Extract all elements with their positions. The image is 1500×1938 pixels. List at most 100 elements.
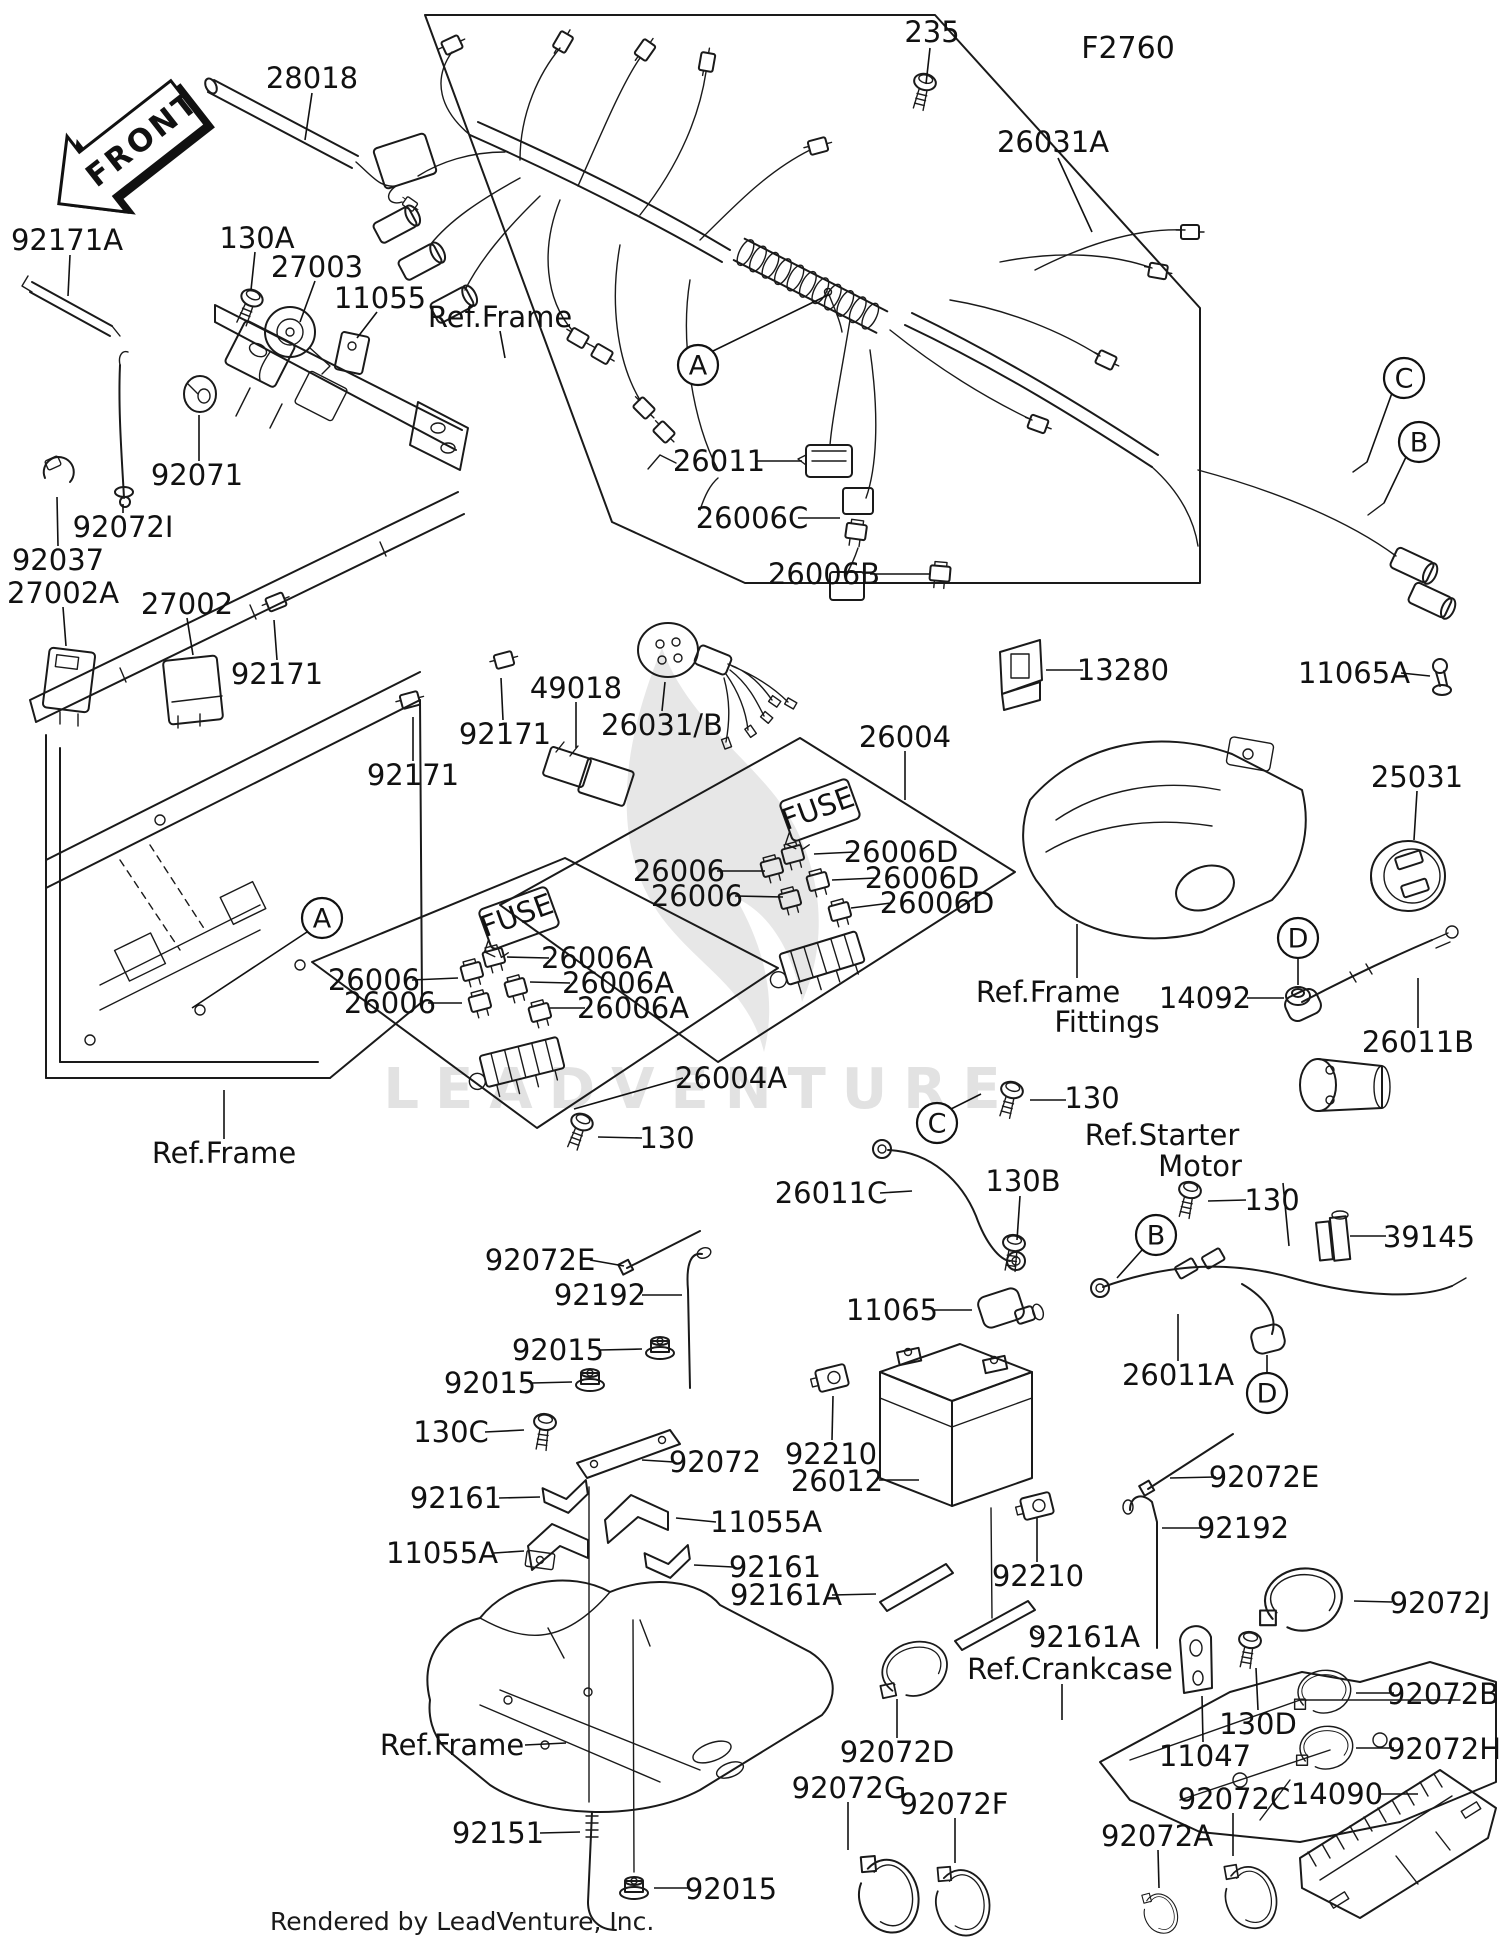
part-14092-grommet	[1285, 986, 1311, 1006]
part-label: 92072I	[73, 510, 174, 544]
part-label: 92072A	[1101, 1819, 1213, 1853]
part-92072E-tie-2	[1138, 1433, 1234, 1497]
part-label: 92161A	[1028, 1620, 1140, 1654]
leader-line	[186, 617, 194, 656]
part-27003-horn	[258, 306, 331, 381]
part-130-bolt-3	[1172, 1178, 1204, 1221]
part-92161A-strip-2	[954, 1600, 1036, 1651]
part-label: 26011A	[1122, 1358, 1234, 1392]
leader-line	[641, 1459, 675, 1463]
part-label: 11065A	[1298, 656, 1410, 690]
part-26011C-cable	[872, 1139, 1026, 1271]
part-label: 27002A	[7, 576, 119, 610]
part-label: 26006	[328, 963, 420, 997]
section-marker-C: C	[915, 1101, 959, 1145]
section-marker-A: A	[676, 343, 720, 387]
part-92192-hose-1	[686, 1247, 712, 1389]
marker-circle	[1245, 1371, 1289, 1415]
frame-fittings-panel	[1022, 736, 1307, 940]
part-label: Ref.Frame	[428, 300, 572, 334]
leader-line	[191, 931, 308, 1009]
leader-line	[831, 1593, 877, 1596]
part-label: 39145	[1383, 1220, 1475, 1254]
part-92037-clamp	[42, 455, 75, 483]
leader-line	[498, 1496, 541, 1499]
part-92072F-clamp	[931, 1862, 994, 1938]
leader-line	[1366, 392, 1393, 463]
marker-letter: C	[1395, 364, 1414, 395]
part-92151-bolt	[585, 1811, 617, 1931]
part-label: 92161	[410, 1481, 502, 1515]
leader-line	[813, 851, 856, 855]
part-label: 26006	[633, 854, 725, 888]
leader-line	[250, 251, 256, 291]
part-130D-bolt	[1233, 1629, 1264, 1671]
part-label: 92072J	[1390, 1586, 1491, 1620]
part-label: 92161A	[730, 1578, 842, 1612]
leader-line	[62, 606, 67, 647]
ref-crankcase-art	[1099, 1661, 1497, 1843]
part-label: Ref.Frame	[380, 1728, 524, 1762]
section-marker-B: B	[1134, 1213, 1178, 1257]
part-label: 14092	[1159, 981, 1251, 1015]
part-26011B-cable	[1284, 925, 1459, 1023]
leader-line	[484, 1429, 525, 1433]
part-label: 130A	[219, 221, 294, 255]
part-label: 130D	[1219, 1707, 1297, 1741]
marker-circle	[676, 343, 720, 387]
part-label: 11055	[334, 281, 426, 315]
part-92015-nut-3	[619, 1876, 649, 1900]
leader-line	[950, 1093, 982, 1110]
part-label: 25031	[1371, 760, 1463, 794]
part-label: 26031A	[997, 125, 1109, 159]
marker-circle	[300, 896, 344, 940]
part-26012-battery	[879, 1343, 1033, 1619]
part-label: 92072E	[485, 1243, 596, 1277]
frame-rail-top	[214, 304, 469, 471]
part-label: 11047	[1159, 1739, 1251, 1773]
leader-line	[529, 981, 571, 984]
part-label: 92210	[992, 1559, 1084, 1593]
part-26011A-cable	[1090, 1247, 1467, 1355]
marker-letter: D	[1257, 1379, 1278, 1410]
part-92192-hose-2	[1122, 1495, 1158, 1649]
part-label: 92210	[785, 1437, 877, 1471]
leader-line	[356, 311, 378, 339]
part-label: 92037	[12, 543, 104, 577]
part-label: 26006D	[880, 886, 995, 920]
leader-line	[712, 294, 829, 352]
leader-line	[493, 1550, 525, 1554]
part-label: Ref.Frame	[976, 975, 1120, 1009]
section-marker-A: A	[300, 896, 344, 940]
leader-line	[1157, 1849, 1160, 1889]
leader-line	[500, 677, 504, 721]
part-label: 26011B	[1362, 1025, 1474, 1059]
part-39145-holder	[1315, 1210, 1352, 1262]
part-label: 92015	[512, 1333, 604, 1367]
part-25031-cap	[1369, 840, 1446, 912]
part-49018-relay	[542, 741, 635, 807]
marker-letter: C	[928, 1109, 947, 1140]
leader-line	[599, 1348, 643, 1351]
part-label: 92072D	[840, 1735, 955, 1769]
part-92072H-clamp	[1295, 1725, 1354, 1770]
part-label: 27002	[141, 587, 233, 621]
part-label: 130	[639, 1121, 694, 1155]
part-label: 92171	[367, 758, 459, 792]
fusebox-assembly-26004	[499, 737, 1016, 1063]
part-label: 13280	[1077, 653, 1169, 687]
leader-line	[573, 1077, 684, 1110]
part-label: 92072H	[1387, 1732, 1500, 1766]
leader-lines	[56, 47, 1431, 1889]
leader-line	[1282, 1182, 1290, 1247]
part-label: 92192	[554, 1278, 646, 1312]
part-92161A-strip-1	[879, 1563, 954, 1612]
part-label: 26004	[859, 720, 951, 754]
leader-line	[1169, 1476, 1217, 1479]
leader-line	[1016, 1195, 1021, 1241]
part-92072G-clamp	[854, 1851, 923, 1937]
frame-rail-mid	[29, 491, 465, 723]
marker-circle	[1397, 420, 1441, 464]
leader-line	[273, 619, 278, 661]
